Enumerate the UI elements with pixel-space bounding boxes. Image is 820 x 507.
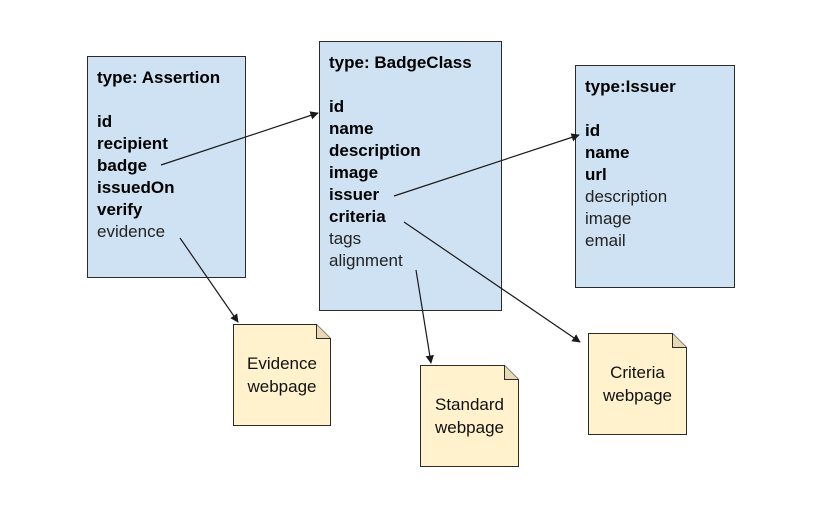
note-shape-criteria (588, 333, 687, 435)
standard-note-label: Standard webpage (435, 393, 504, 439)
criteria-note-line2: webpage (602, 386, 672, 405)
badgeclass-field-alignment: alignment (329, 251, 403, 270)
standard-note-line1: Standard (434, 395, 504, 414)
badgeclass-field-issuer: issuer (329, 185, 380, 204)
evidence-webpage-note: Evidence webpage (233, 324, 331, 426)
evidence-note-label: Evidence webpage (247, 352, 317, 398)
evidence-note-line2: webpage (247, 377, 317, 396)
assertion-title: type: Assertion (97, 68, 221, 87)
issuer-box: type:Issuer id name url description imag… (575, 65, 735, 288)
badgeclass-field-name: name (329, 119, 374, 138)
issuer-field-id: id (585, 121, 601, 140)
badgeclass-field-tags: tags (329, 229, 362, 248)
issuer-title: type:Issuer (585, 77, 676, 96)
assertion-field-recipient: recipient (97, 134, 168, 153)
badgeclass-box: type: BadgeClass id name description ima… (319, 41, 502, 311)
badgeclass-field-image: image (329, 163, 379, 182)
assertion-field-verify: verify (97, 200, 143, 219)
badgeclass-field-description: description (329, 141, 421, 160)
assertion-field-id: id (97, 112, 113, 131)
badgeclass-field-id: id (329, 97, 345, 116)
standard-note-line2: webpage (434, 418, 504, 437)
criteria-note-line1: Criteria (610, 363, 665, 382)
issuer-field-name: name (585, 143, 630, 162)
assertion-field-badge: badge (97, 156, 148, 175)
issuer-field-url: url (585, 165, 607, 184)
evidence-note-line1: Evidence (247, 354, 317, 373)
issuer-field-email: email (585, 231, 626, 250)
note-shape-evidence (233, 324, 331, 426)
assertion-field-issuedon: issuedOn (97, 178, 175, 197)
criteria-note-label: Criteria webpage (603, 361, 672, 407)
assertion-field-evidence: evidence (97, 222, 166, 241)
badgeclass-field-criteria: criteria (329, 207, 386, 226)
badgeclass-title: type: BadgeClass (329, 53, 472, 72)
issuer-field-description: description (585, 187, 668, 206)
note-shape-standard (420, 365, 519, 467)
criteria-webpage-note: Criteria webpage (588, 333, 687, 435)
assertion-box: type: Assertion id recipient badge issue… (87, 56, 246, 278)
standard-webpage-note: Standard webpage (420, 365, 519, 467)
issuer-field-image: image (585, 209, 632, 228)
